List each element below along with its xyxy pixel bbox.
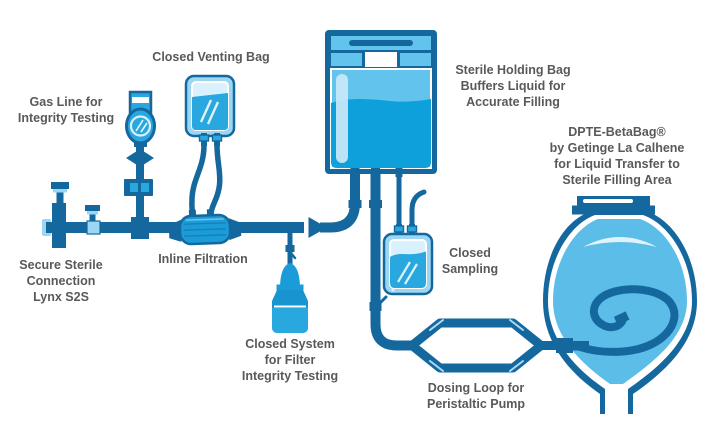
flow-arrow-icon <box>308 217 327 238</box>
label-gas-line: Gas Line for Integrity Testing <box>17 95 115 125</box>
closed-venting-bag-icon <box>184 74 236 217</box>
coiled-tube-icon <box>576 285 679 356</box>
betabag-highlight <box>583 237 657 247</box>
gas-line-assembly <box>124 90 156 226</box>
label-closed-system: Closed System for Filter Integrity Testi… <box>241 337 339 383</box>
clamp-icon <box>124 179 153 196</box>
label-dosing-loop: Dosing Loop for Peristaltic Pump <box>427 381 525 411</box>
inline-filter-icon <box>168 209 242 246</box>
main-tubing <box>285 170 414 351</box>
label-closed-sampling: Closed Sampling <box>441 246 499 276</box>
dosing-loop-icon <box>407 318 589 373</box>
label-inline-filtration: Inline Filtration <box>158 252 248 266</box>
sterile-holding-bag-icon <box>325 30 437 177</box>
label-closed-venting-bag: Closed Venting Bag <box>152 50 270 64</box>
label-sterile-holding-bag: Sterile Holding Bag Buffers Liquid for A… <box>455 63 571 109</box>
dpte-betabag-icon <box>543 196 697 414</box>
bag-highlight <box>336 74 348 163</box>
test-bottle-icon <box>272 263 308 333</box>
label-secure-sterile: Secure Sterile Connection Lynx S2S <box>19 258 103 304</box>
hanger-slot <box>349 40 413 46</box>
label-dpte-betabag: DPTE-BetaBag® by Getinge La Calhene for … <box>549 125 685 187</box>
gauge-bulb-icon <box>125 107 156 145</box>
closed-sampling-bag-icon <box>382 189 434 296</box>
valve-icon <box>126 149 154 167</box>
